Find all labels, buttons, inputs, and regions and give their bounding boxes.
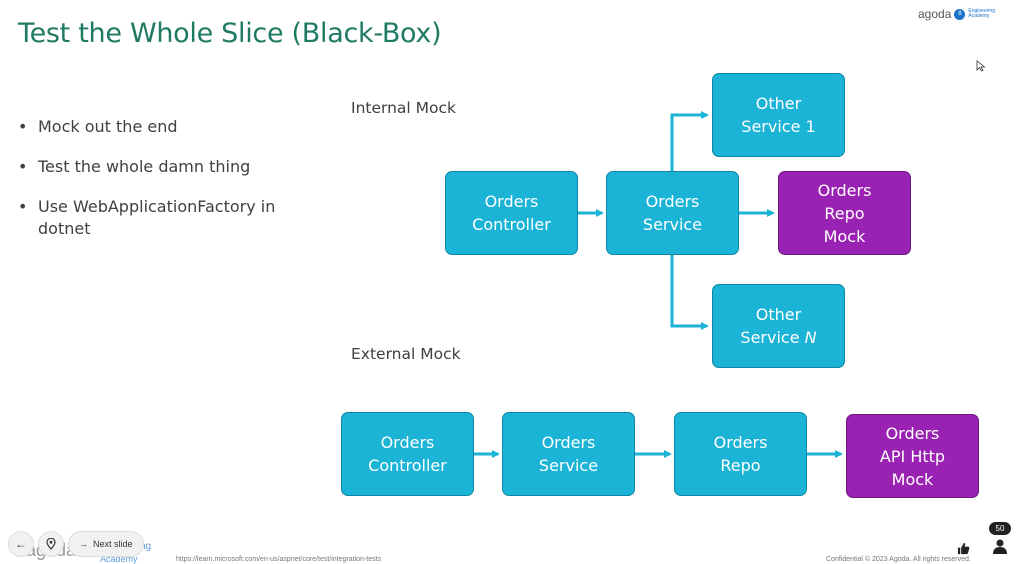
pin-button[interactable] <box>38 531 64 557</box>
box-line: Other <box>755 305 802 324</box>
logo-sub-line1: Engineering <box>968 8 996 14</box>
box-line-text: Service <box>740 328 805 347</box>
ghost-engineering-text: ng <box>140 541 152 552</box>
box-line: Service <box>538 456 599 475</box>
external-orders-controller-box: Orders Controller <box>341 412 474 496</box>
box-line: Orders <box>541 433 596 452</box>
other-service-n-box: Other Service N <box>712 284 845 368</box>
box-line: Controller <box>368 456 447 475</box>
thumbs-up-button[interactable] <box>955 540 971 556</box>
slide-controls: ← → Next slide <box>8 531 144 557</box>
logo-sub-line2: Academy <box>968 13 990 19</box>
viewer-count-badge: 50 <box>989 522 1011 535</box>
orders-repo-mock-box: Orders Repo Mock <box>778 171 911 255</box>
logo-badge: 8 <box>954 8 966 20</box>
box-line: Orders <box>484 192 539 211</box>
internal-orders-controller-box: Orders Controller <box>445 171 578 255</box>
bullet-item: Test the whole damn thing <box>18 156 308 178</box>
logo-subtitle: Engineering Academy <box>968 9 995 19</box>
person-icon <box>993 539 1007 554</box>
slide-title: Test the Whole Slice (Black-Box) <box>18 18 442 49</box>
bullet-item: Use WebApplicationFactory in dotnet <box>18 196 308 240</box>
mouse-cursor-icon <box>976 60 986 72</box>
previous-slide-button[interactable]: ← <box>8 531 34 557</box>
arrow-left-icon: ← <box>15 537 27 551</box>
external-orders-repo-box: Orders Repo <box>674 412 807 496</box>
bullet-item: Mock out the end <box>18 116 308 138</box>
box-line: Orders <box>713 433 768 452</box>
box-line: Orders <box>885 423 940 443</box>
agoda-logo: agoda 8 Engineering Academy <box>918 6 1014 22</box>
logo-word: agoda <box>918 7 952 21</box>
ghost-academy-text: Academy <box>100 554 138 564</box>
box-line: Mock <box>891 469 934 489</box>
arrow-right-icon: → <box>79 539 88 549</box>
other-service-1-box: Other Service 1 <box>712 73 845 157</box>
box-line: Service N <box>740 326 816 349</box>
arrow-service-to-other-1 <box>670 111 709 171</box>
box-line: Other <box>755 94 802 113</box>
box-line: Controller <box>472 215 551 234</box>
next-slide-label: Next slide <box>93 539 133 549</box>
bullet-list: Mock out the end Test the whole damn thi… <box>18 116 308 258</box>
next-slide-button[interactable]: → Next slide <box>68 531 144 557</box>
viewers-button[interactable] <box>990 536 1010 556</box>
footer-confidential: Confidential © 2023 Agoda. All rights re… <box>826 556 971 563</box>
external-mock-label: External Mock <box>351 345 461 363</box>
external-orders-service-box: Orders Service <box>502 412 635 496</box>
box-line-italic: N <box>804 328 817 347</box>
box-line: Repo <box>720 456 761 475</box>
box-line: Orders <box>380 433 435 452</box>
box-line: Service <box>642 215 703 234</box>
internal-mock-label: Internal Mock <box>351 99 457 117</box>
map-pin-icon <box>46 538 56 550</box>
box-line: Service 1 <box>741 117 816 136</box>
box-line: Mock <box>823 226 866 246</box>
box-line: Orders <box>645 192 700 211</box>
box-line: Orders <box>817 180 872 200</box>
thumbs-up-icon <box>957 542 969 554</box>
box-line: API Http <box>879 446 946 466</box>
orders-api-http-mock-box: Orders API Http Mock <box>846 414 979 498</box>
internal-orders-service-box: Orders Service <box>606 171 739 255</box>
footer-link[interactable]: https://learn.microsoft.com/en-us/aspnet… <box>176 556 382 563</box>
arrow-service-to-other-n <box>670 255 709 330</box>
box-line: Repo <box>824 203 865 223</box>
